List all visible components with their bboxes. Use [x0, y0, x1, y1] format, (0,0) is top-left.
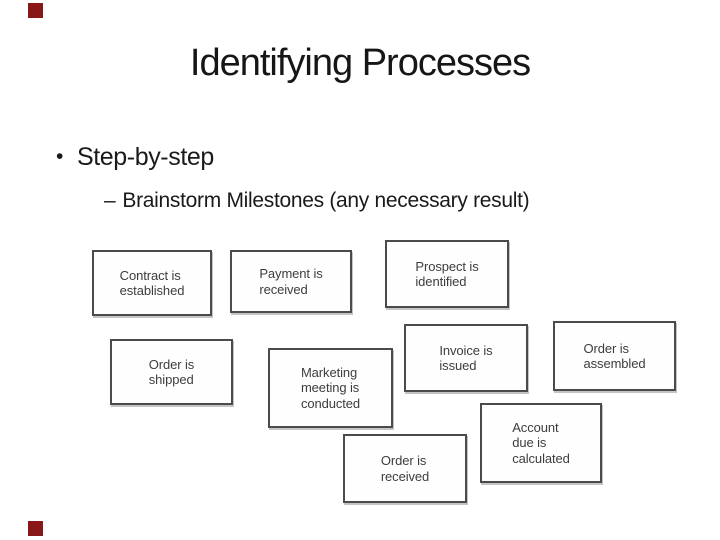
slide-title: Identifying Processes [189, 42, 531, 84]
milestone-box-prospect: Prospect is identified [385, 240, 509, 308]
milestone-label: Order is assembled [583, 340, 646, 371]
bullet-marker: • [56, 145, 63, 168]
milestone-box-order-shipped: Order is shipped [110, 339, 233, 405]
milestone-box-contract: Contract is established [92, 250, 212, 316]
milestone-label: Account due is calculated [512, 420, 570, 466]
milestone-label: Payment is received [259, 266, 323, 297]
milestone-label: Prospect is identified [415, 258, 479, 289]
milestone-label: Order is received [380, 453, 430, 484]
milestone-box-marketing-meeting: Marketing meeting is conducted [268, 348, 393, 428]
sub-bullet-text: Brainstorm Milestones (any necessary res… [122, 189, 530, 212]
milestone-box-payment: Payment is received [230, 250, 352, 313]
milestone-label: Contract is established [119, 267, 185, 298]
milestone-box-invoice: Invoice is issued [404, 324, 528, 392]
milestone-label: Marketing meeting is conducted [300, 365, 361, 411]
milestone-box-order-received: Order is received [343, 434, 467, 503]
sub-bullet-marker: – [104, 189, 116, 212]
bullet-text: Step-by-step [76, 143, 214, 171]
milestone-label: Invoice is issued [439, 342, 493, 373]
sub-bullet-item: –Brainstorm Milestones (any necessary re… [104, 189, 530, 213]
milestone-box-account-due: Account due is calculated [480, 403, 602, 483]
milestone-label: Order is shipped [148, 356, 195, 387]
milestone-box-order-assembled: Order is assembled [553, 321, 676, 391]
corner-square-bottom-left [28, 521, 43, 536]
bullet-item: • Step-by-step [56, 143, 214, 172]
corner-square-top-left [28, 3, 43, 18]
